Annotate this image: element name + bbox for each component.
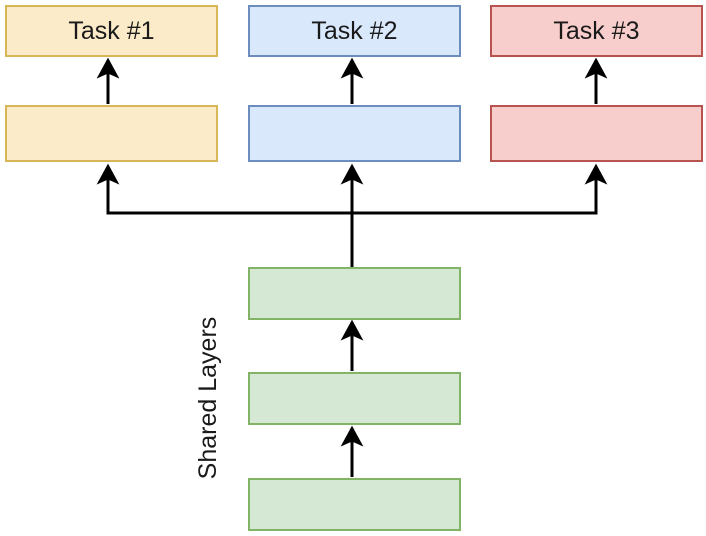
task-specific-layer-2[interactable] bbox=[248, 105, 461, 162]
task-head-1[interactable]: Task #1 bbox=[5, 5, 218, 57]
shared-layer-1[interactable] bbox=[248, 267, 461, 320]
task-specific-layer-3[interactable] bbox=[490, 105, 703, 162]
task-head-2-label: Task #2 bbox=[311, 16, 398, 45]
task-head-3[interactable]: Task #3 bbox=[490, 5, 703, 57]
task-specific-layer-1[interactable] bbox=[5, 105, 218, 162]
task-head-2[interactable]: Task #2 bbox=[248, 5, 461, 57]
shared-layer-3[interactable] bbox=[248, 478, 461, 531]
shared-layer-2[interactable] bbox=[248, 372, 461, 425]
task-head-1-label: Task #1 bbox=[68, 16, 155, 45]
shared-layers-group-label: Shared Layers bbox=[194, 316, 222, 480]
task-head-3-label: Task #3 bbox=[553, 16, 640, 45]
